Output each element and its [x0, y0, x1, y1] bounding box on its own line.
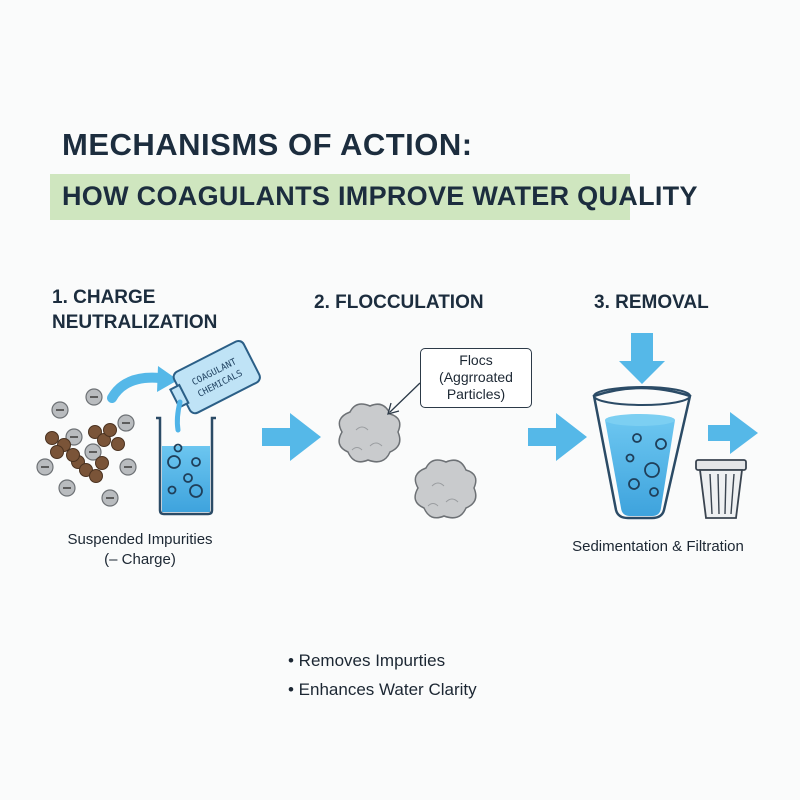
flocs-label-1: Flocs: [459, 352, 493, 368]
page-title: MECHANISMS OF ACTION:: [62, 127, 473, 162]
coagulant-bottle: COAGULANT CHEMICALS: [169, 339, 261, 415]
minus-signs: [41, 396, 132, 499]
step-1-heading: 1. CHARGE NEUTRALIZATION: [52, 285, 217, 335]
beaker-bubbles: [167, 443, 203, 498]
impurities-caption: Suspended Impurities (– Charge): [40, 530, 240, 570]
flocs-label-3: Particles): [446, 386, 506, 402]
subtitle-highlight: [50, 174, 630, 220]
pour-stream: [174, 399, 183, 433]
bullet-item-1: • Removes Impurties: [288, 651, 446, 670]
pour-arrow: [107, 366, 178, 403]
step-3-heading: 3. REMOVAL: [594, 292, 709, 313]
benefits-list: • Removes Impurties • Enhances Water Cla…: [288, 646, 477, 704]
bullet-item-2: • Enhances Water Clarity: [288, 680, 477, 699]
arrow-to-filter: [708, 412, 758, 454]
page-subtitle: HOW COAGULANTS IMPROVE WATER QUALITY: [62, 181, 698, 211]
suspended-particles: [36, 388, 137, 507]
impurities-caption-1: Suspended Impurities: [67, 531, 213, 548]
callout-pointer: [387, 382, 421, 415]
removal-caption: Sedimentation & Filtration: [572, 538, 744, 555]
step-2-heading: 2. FLOCCULATION: [314, 292, 484, 313]
floc-1: [338, 403, 401, 463]
arrow-step1-to-step2: [262, 413, 321, 461]
cup-bubbles: [625, 433, 667, 497]
flocs-label-2: (Aggrroated: [439, 369, 513, 385]
step-1-line2: NEUTRALIZATION: [52, 312, 218, 333]
beaker: [156, 416, 216, 516]
impurities-caption-2: (– Charge): [104, 551, 176, 568]
sedimentation-cup: [592, 386, 692, 520]
floc-2: [414, 459, 477, 519]
input-down-arrow: [619, 333, 665, 384]
brown-impurities: [45, 423, 125, 483]
flocs-callout: Flocs (Aggrroated Particles): [420, 348, 532, 408]
step-1-line1: 1. CHARGE: [52, 287, 156, 308]
filter-icon: [695, 459, 747, 519]
arrow-step2-to-step3: [528, 413, 587, 461]
